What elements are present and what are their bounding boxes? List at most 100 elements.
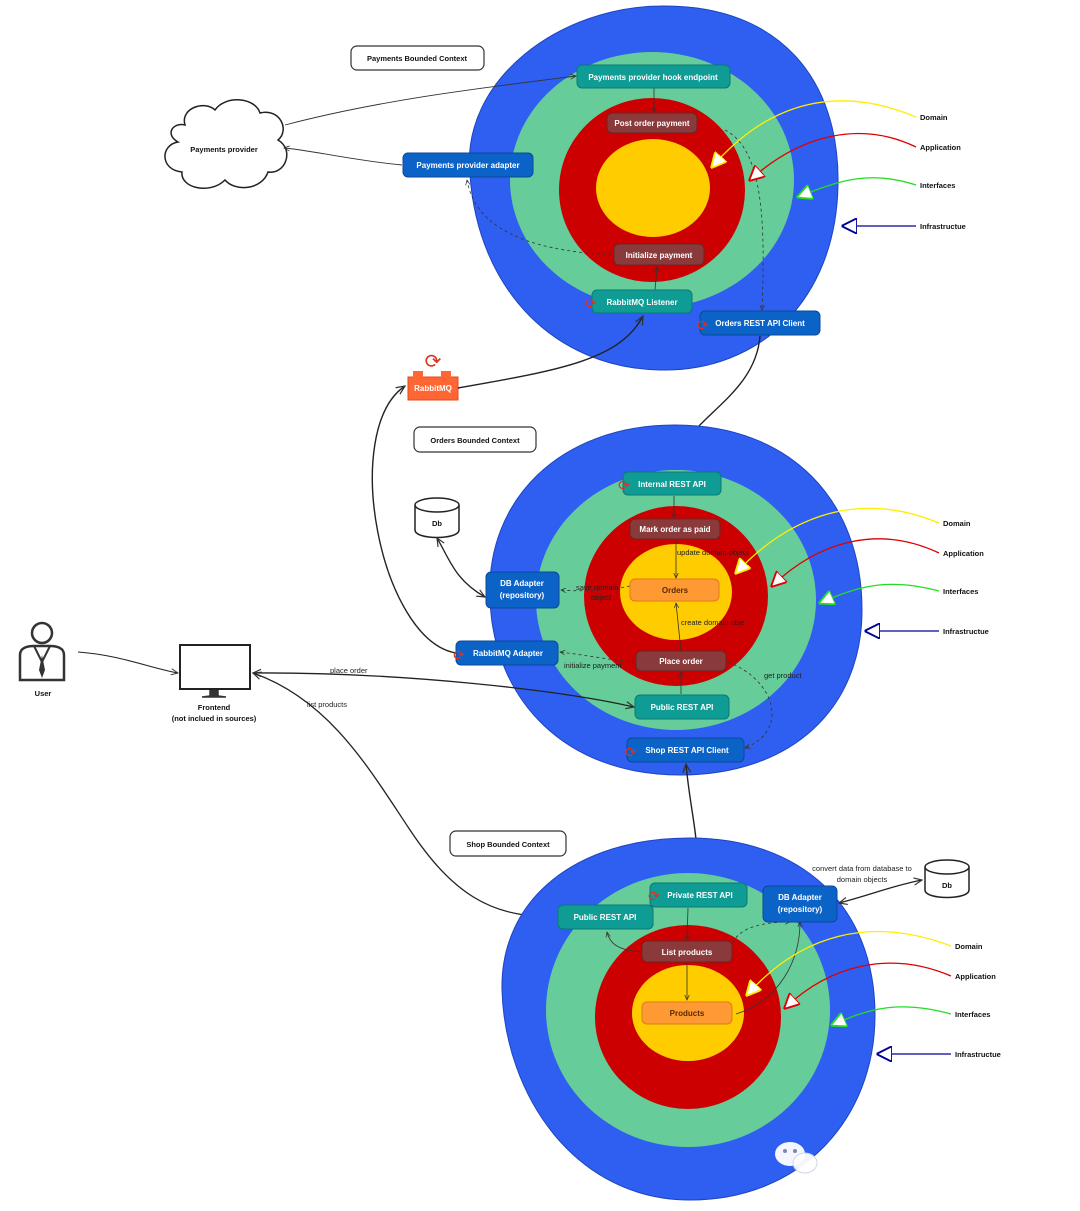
save-domain-object-note: save domain — [576, 583, 619, 592]
payments-context: Payments provider hook endpoint Post ord… — [402, 5, 839, 371]
convert-data-note: convert data from database to — [812, 864, 912, 873]
arrow-user-to-frontend — [77, 651, 178, 673]
shop-public-api-label: Public REST API — [574, 913, 637, 922]
arrow-adapter-to-provider — [284, 148, 403, 166]
shop-context-title: Shop Bounded Context — [449, 830, 567, 857]
frontend-label: Frontend — [198, 703, 231, 712]
legend-domain-label: Domain — [920, 113, 948, 122]
shop-db-adapter-sublabel: (repository) — [778, 905, 823, 914]
refresh-icon: ⟳ — [618, 477, 630, 493]
arrow-provider-to-hook — [284, 76, 576, 126]
save-domain-object-note-2: object — [591, 593, 612, 602]
shop-db-label: Db — [942, 881, 952, 890]
shop-arrow-list-to-public — [607, 932, 641, 953]
orders-db-adapter-sublabel: (repository) — [500, 591, 545, 600]
products-core-label: Products — [670, 1009, 705, 1018]
orders-api-client-box — [699, 310, 821, 336]
orders-db-label: Db — [432, 519, 442, 528]
watermark: 微信号: atanstudy — [775, 1142, 1048, 1177]
refresh-icon: ⟳ — [425, 351, 442, 373]
payments-domain-layer — [596, 139, 710, 237]
create-domain-object-note: create domain obje — [681, 618, 745, 627]
orders-arrow-to-db-adapter — [561, 585, 631, 591]
payments-provider-label: Payments provider — [190, 145, 258, 154]
internal-api-box — [622, 471, 722, 496]
mark-order-paid-label: Mark order as paid — [639, 525, 710, 534]
refresh-icon: ⟳ — [625, 744, 637, 760]
rabbitmq-adapter-box — [455, 640, 559, 666]
post-order-payment-label: Post order payment — [614, 119, 689, 128]
get-product-note: get product — [764, 671, 802, 680]
frontend-sublabel: (not inclued in sources) — [172, 714, 257, 723]
orders-public-api-label: Public REST API — [651, 703, 714, 712]
initialize-payment-box — [613, 243, 705, 266]
list-products-note: list products — [307, 700, 347, 709]
shop-api-client-label: Shop REST API Client — [645, 746, 729, 755]
legend-application-label: Application — [943, 549, 984, 558]
refresh-icon: ⟳ — [585, 295, 597, 311]
orders-arrow-to-shop-client — [727, 661, 773, 748]
internal-api-label: Internal REST API — [638, 480, 706, 489]
shop-public-api-box — [557, 904, 654, 930]
legend-application-label: Application — [920, 143, 961, 152]
orders-arrow-to-rabbitmq-adapter — [560, 652, 636, 663]
rabbitmq-adapter-label: RabbitMQ Adapter — [473, 649, 543, 658]
refresh-icon: ⟳ — [648, 888, 660, 904]
shop-private-api-label: Private REST API — [667, 891, 733, 900]
svg-text:Shop Bounded Context: Shop Bounded Context — [466, 840, 550, 849]
legend-application-label: Application — [955, 972, 996, 981]
orders-db-adapter-label: DB Adapter — [500, 579, 544, 588]
legend-interfaces-label: Interfaces — [955, 1010, 990, 1019]
payments-provider-adapter-box — [402, 152, 534, 178]
legend-shop: Domain Application Interfaces Infrastruc… — [747, 930, 1001, 1059]
legend-orders: Domain Application Interfaces Infrastruc… — [736, 507, 989, 636]
shop-api-client-box — [626, 737, 745, 763]
payments-context-title: Payments Bounded Context — [350, 45, 485, 71]
update-domain-object-note: update domain object — [677, 548, 750, 557]
convert-data-note-2: domain objects — [837, 875, 888, 884]
wechat-icon — [775, 1142, 818, 1174]
legend-interfaces-label: Interfaces — [920, 181, 955, 190]
orders-core-label: Orders — [662, 586, 689, 595]
rabbitmq-label: RabbitMQ — [414, 384, 452, 393]
rabbitmq-listener-label: RabbitMQ Listener — [606, 298, 677, 307]
shop-db-adapter-box — [762, 885, 838, 923]
payments-hook-endpoint-label: Payments provider hook endpoint — [588, 73, 718, 82]
frontend-monitor: Frontend (not inclued in sources) — [172, 644, 257, 723]
payments-arrow-post-to-client — [724, 129, 763, 310]
orders-arrow-place-to-orders — [676, 603, 682, 652]
user-actor: User — [18, 621, 66, 698]
legend-domain-label: Domain — [955, 942, 983, 951]
payments-arrow-init-to-adapter — [467, 180, 613, 256]
watermark-text: 微信号: atanstudy — [822, 1147, 1048, 1177]
refresh-icon: ⟳ — [453, 647, 465, 663]
arrow-db-adapter-to-db — [437, 538, 485, 597]
place-order-box — [635, 650, 727, 672]
arrow-rabbitmq-to-listener — [457, 316, 643, 389]
arrow-frontend-place-order — [253, 673, 634, 707]
payments-provider-adapter-label: Payments provider adapter — [416, 161, 519, 170]
mark-order-paid-box — [629, 518, 721, 540]
rabbitmq-listener-box — [591, 289, 693, 314]
legend-infrastructure-label: Infrastructue — [920, 222, 966, 231]
arrow-shop-adapter-to-db — [839, 880, 922, 903]
list-products-label: List products — [662, 948, 713, 957]
orders-context-title: Orders Bounded Context — [413, 426, 537, 453]
shop-arrow-to-db-adapter — [732, 922, 790, 944]
orders-core-box — [629, 578, 720, 602]
legend-infrastructure-label: Infrastructue — [955, 1050, 1001, 1059]
rabbitmq-node: RabbitMQ ⟳ — [407, 351, 459, 401]
initialize-payment-label: Initialize payment — [626, 251, 693, 260]
legend-domain-label: Domain — [943, 519, 971, 528]
svg-text:Orders Bounded Context: Orders Bounded Context — [430, 436, 520, 445]
legend-payments: Domain Application Interfaces Infrastruc… — [712, 100, 966, 231]
legend-infrastructure-label: Infrastructue — [943, 627, 989, 636]
orders-db-cylinder: Db — [414, 497, 460, 539]
orders-context: update domain object create domain obje … — [453, 424, 863, 776]
shop-db-cylinder: Db — [924, 859, 970, 899]
orders-api-client-label: Orders REST API Client — [715, 319, 805, 328]
refresh-icon: ⟳ — [697, 317, 709, 333]
shop-arrow-adapter-to-products — [735, 922, 800, 1015]
shop-db-adapter-label: DB Adapter — [778, 893, 822, 902]
